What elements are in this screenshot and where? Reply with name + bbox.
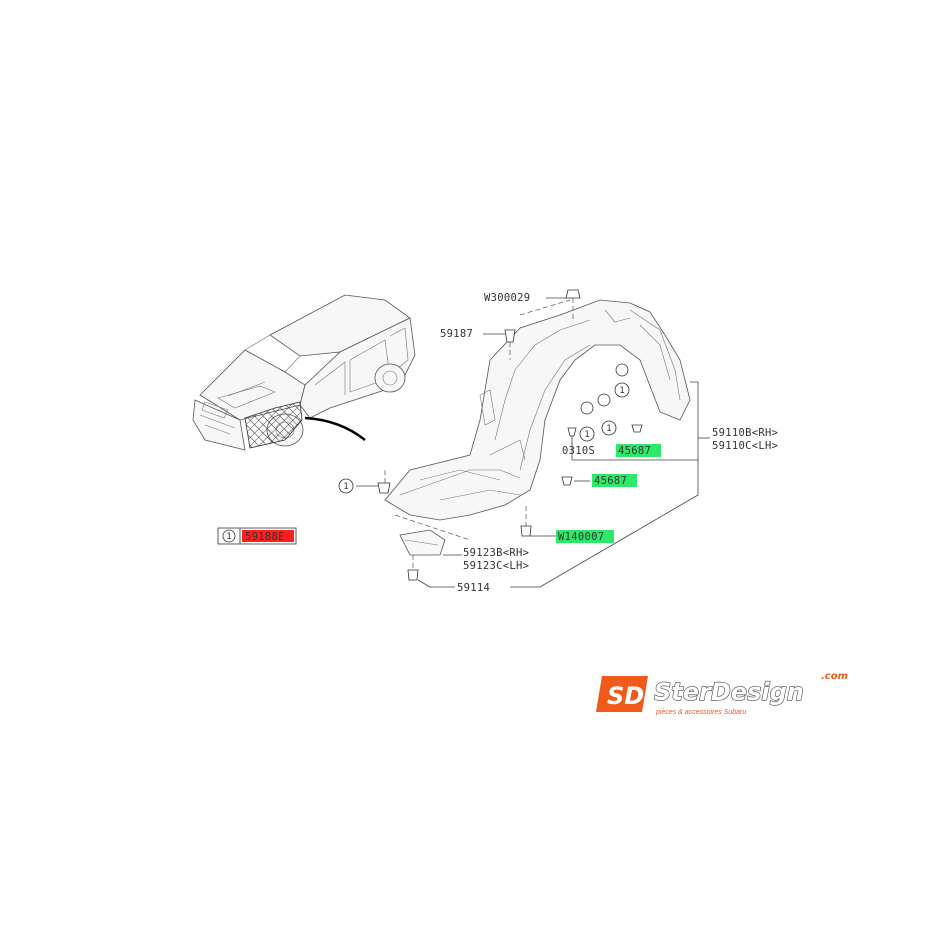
highlight-w140007 [556, 530, 614, 543]
legend-highlight [242, 530, 294, 542]
ref-number: 1 [584, 430, 589, 440]
logo-mark-text: SD [607, 682, 644, 710]
sterdesign-logo: SD SterDesign .com pièces & accessoires … [596, 670, 856, 718]
ref-circle-a [579, 426, 595, 442]
part-labels: W300029 59187 59110B<RH> 59110C<LH> 4568… [440, 292, 778, 594]
label-59187: 59187 [440, 328, 473, 340]
label-59123b: 59123B<RH> [463, 547, 529, 559]
label-59114: 59114 [457, 582, 490, 594]
ref-circle-numbers: 1 1 1 1 [343, 386, 624, 492]
label-w140007: W140007 [558, 531, 604, 543]
clip-w140007 [520, 525, 532, 537]
label-59110b: 59110B<RH> [712, 427, 778, 439]
ref-number: 1 [606, 424, 611, 434]
legend-ref: 1 [226, 532, 231, 542]
highlight-45687-mid [592, 474, 637, 487]
logo-domain: .com [821, 671, 848, 682]
logo-mark [596, 676, 648, 712]
clip-ref-left [377, 482, 391, 494]
ref-circle-c [614, 382, 630, 398]
nut-1 [580, 401, 594, 415]
nut-2 [597, 393, 611, 407]
legend-part-number: 59188E [245, 531, 285, 543]
clip-59187 [504, 329, 516, 343]
clip-45687-mid [561, 476, 573, 486]
clip-59114 [407, 569, 419, 581]
ref-circle-left [338, 478, 354, 494]
car-illustration [192, 294, 416, 451]
label-45687-mid: 45687 [594, 475, 627, 487]
label-59110c: 59110C<LH> [712, 440, 778, 452]
clip-45687-top [631, 424, 643, 433]
ref-circle-b [601, 420, 617, 436]
clip-0310s [567, 427, 577, 437]
legend-box: 1 59188E [217, 527, 297, 545]
label-59123c: 59123C<LH> [463, 560, 529, 572]
fasteners [377, 289, 643, 581]
logo-tagline: pièces & accessoires Subaru [655, 709, 746, 716]
logo-brand: SterDesign [654, 678, 804, 706]
label-w300029: W300029 [484, 292, 530, 304]
ref-number: 1 [343, 482, 348, 492]
clip-w300029 [565, 289, 581, 299]
nut-3 [615, 363, 629, 377]
ref-circles [338, 382, 630, 494]
label-45687-top: 45687 [618, 445, 651, 457]
highlight-45687-top [616, 444, 661, 457]
fender-liner-assembly [384, 299, 691, 556]
leader-lines [356, 297, 710, 588]
ref-number: 1 [619, 386, 624, 396]
label-0310s: 0310S [562, 445, 595, 457]
